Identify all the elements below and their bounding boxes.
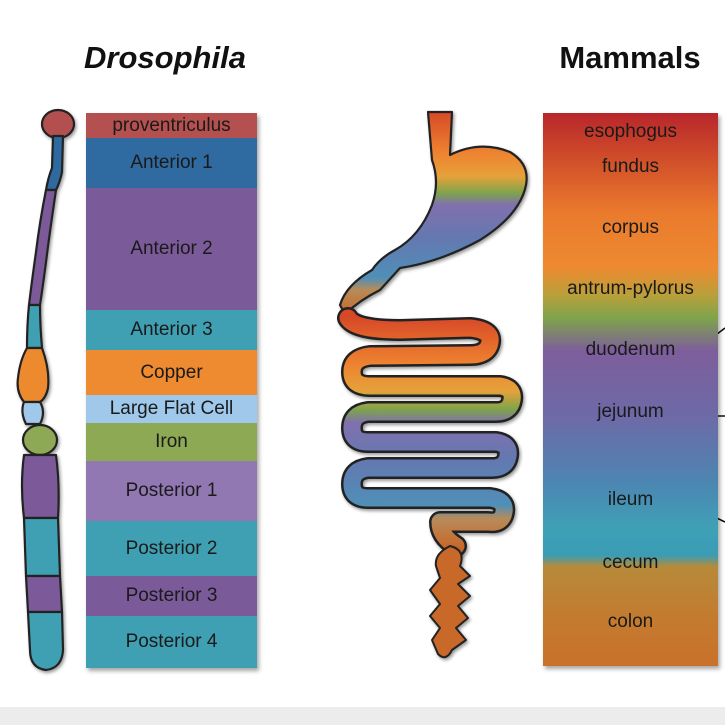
segment-cecum: cecum	[602, 552, 659, 573]
segment-proventriculus: proventriculus	[86, 113, 257, 138]
segment-anterior-2: Anterior 2	[86, 188, 257, 310]
gut-anterior-3	[25, 303, 44, 350]
mammal-gut-illustration	[338, 110, 528, 316]
mammal-segment-table: esophogus fundus corpus antrum-pylorus d…	[543, 113, 718, 666]
segment-iron: Iron	[86, 423, 257, 461]
segment-label: Large Flat Cell	[109, 398, 234, 419]
segment-ileum: ileum	[607, 489, 654, 510]
segment-duodenum: duodenum	[585, 339, 676, 360]
segment-antrum-pylorus: antrum-pylorus	[567, 278, 694, 299]
segment-label: Posterior 2	[125, 537, 218, 559]
gut-colon	[429, 545, 471, 659]
gut-stomach	[338, 110, 528, 316]
gut-copper	[16, 346, 50, 404]
segment-fundus: fundus	[601, 156, 660, 177]
segment-colon: colon	[607, 611, 654, 632]
segment-label: Posterior 1	[125, 480, 218, 501]
segment-label: Anterior 2	[130, 238, 213, 259]
segment-esophogus: esophogus	[584, 121, 677, 142]
segment-large-flat-cell: Large Flat Cell	[86, 395, 257, 423]
segment-label: Copper	[140, 361, 203, 383]
bottom-margin-strip	[0, 707, 725, 725]
gut-anterior-2	[27, 188, 58, 307]
segment-label: Iron	[155, 431, 188, 452]
segment-anterior-3: Anterior 3	[86, 310, 257, 350]
drosophila-title: Drosophila	[84, 40, 246, 75]
segment-label: proventriculus	[112, 114, 231, 136]
segment-label: Posterior 3	[125, 585, 218, 606]
gut-posterior-4	[26, 610, 65, 672]
gut-small-intestine	[339, 309, 521, 555]
segment-anterior-1: Anterior 1	[86, 138, 257, 188]
segment-posterior-3: Posterior 3	[86, 576, 257, 616]
gut-large-flat-cell	[21, 400, 45, 426]
gut-posterior-3	[24, 574, 64, 614]
gut-posterior-2	[22, 516, 62, 578]
segment-jejunum: jejunum	[597, 401, 664, 422]
drosophila-segment-table: proventriculus Anterior 1 Anterior 2 Ant…	[86, 113, 257, 668]
segment-label: Anterior 1	[130, 152, 213, 173]
gut-proventriculus	[40, 108, 76, 140]
gut-anterior-1	[44, 134, 65, 192]
segment-label: Posterior 4	[125, 631, 218, 652]
segment-posterior-4: Posterior 4	[86, 616, 257, 668]
segment-label: Anterior 3	[130, 319, 213, 340]
gut-iron	[21, 423, 59, 457]
mammals-title: Mammals	[559, 40, 701, 75]
segment-posterior-2: Posterior 2	[86, 521, 257, 576]
segment-copper: Copper	[86, 350, 257, 395]
segment-posterior-1: Posterior 1	[86, 461, 257, 521]
gut-posterior-1	[20, 453, 60, 520]
segment-corpus: corpus	[601, 217, 660, 238]
